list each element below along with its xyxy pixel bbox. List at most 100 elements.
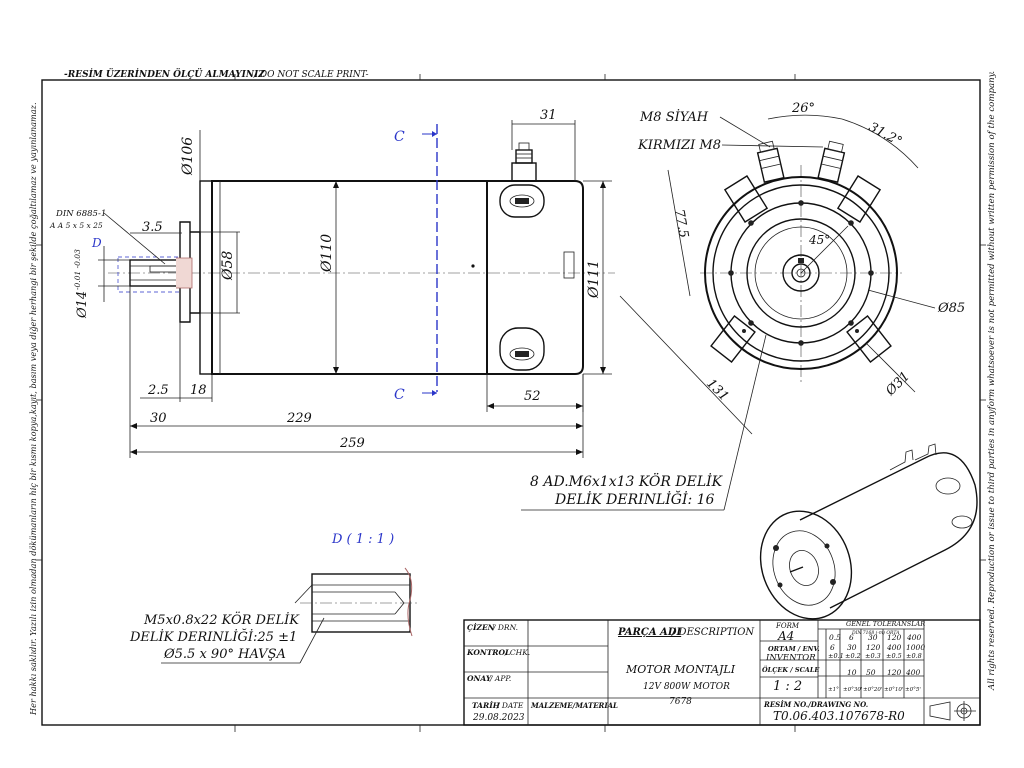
detail-note-2: DELİK DERINLİĞİ:25 ±1 — [129, 628, 297, 645]
drawing-no-label: RESİM NO./DRAWING NO. — [763, 700, 868, 709]
projection-symbol — [929, 701, 976, 721]
part-name: MOTOR MONTAJLI — [625, 663, 736, 676]
check-label: KONTROL — [466, 648, 510, 657]
lug-bottom-left — [710, 315, 756, 363]
dim-229: 229 — [286, 411, 312, 426]
do-not-scale-notice-tr: -RESİM ÜZERİNDEN ÖLÇÜ ALMAYINIZ — [64, 67, 265, 80]
part-code: 7678 — [669, 697, 692, 707]
dim-d58: Ø58 — [220, 251, 236, 281]
dim-52: 52 — [524, 389, 541, 404]
dim-131: 131 — [703, 376, 731, 404]
lug-top-right — [836, 175, 882, 223]
tol-r3-c5: ±0.8 — [906, 652, 922, 660]
detail-label-d: D — [91, 236, 102, 250]
dim-d111: Ø111 — [586, 260, 602, 299]
housing-outline — [704, 176, 898, 370]
scale-label: ÖLÇEK / SCALE — [762, 665, 820, 674]
dim-d85: Ø85 — [937, 301, 965, 316]
angle-26: 26° — [791, 101, 815, 116]
angle-45: 45° — [808, 233, 830, 247]
tol-r5-c5: ±0°5' — [905, 687, 921, 693]
terminal-m8-red — [817, 140, 846, 183]
scale-value: 1 : 2 — [773, 679, 802, 694]
terminal-cap-top — [499, 184, 545, 218]
hole-note-1: 8 AD.M6x1x13 KÖR DELİK — [530, 472, 724, 490]
tol-r3-c2: ±0.2 — [845, 652, 861, 660]
tol-r5-c2: ±0°30' — [843, 687, 862, 693]
side-view: M8 SİYAH KIRMIZI M8 26° 31.2° 45° 77.5 Ø… — [521, 101, 965, 511]
tol-r5-c4: ±0°10' — [884, 687, 903, 693]
copyright-notice-right: All rights reserved. Reproduction or iss… — [987, 71, 997, 691]
tol-r3-c4: ±0.5 — [886, 652, 902, 660]
label-m8-red: KIRMIZI M8 — [637, 138, 721, 153]
detail-note-1: M5x0.8x22 KÖR DELİK — [143, 611, 300, 628]
terminal-top — [511, 142, 537, 182]
tol-r1-c4: 120 — [887, 633, 902, 642]
dim-31: 31 — [540, 108, 557, 123]
dim-77-5: 77.5 — [671, 208, 691, 239]
part-label-en: / DESCRIPTION — [671, 627, 755, 638]
isometric-view — [759, 443, 978, 620]
check-label-en: / CHK. — [504, 648, 530, 657]
dim-d14-tolerance: -0.01 -0.03 — [73, 249, 82, 290]
date-label: TARİH — [472, 701, 501, 710]
drawn-label: ÇİZEN — [467, 623, 496, 632]
section-label-c-top: C — [394, 129, 405, 145]
label-m8-black: M8 SİYAH — [639, 108, 709, 125]
date-label-en: / DATE — [496, 701, 524, 710]
lug-top-left — [723, 175, 769, 223]
lug-bottom-right — [846, 315, 892, 363]
detail-d-boundary — [117, 256, 181, 293]
shaft-seal — [176, 257, 193, 289]
dim-30: 30 — [150, 411, 167, 426]
approve-label-en: / APP. — [489, 674, 511, 683]
date-value: 29.08.2023 — [472, 713, 525, 723]
tolerance-title: GENEL TOLERANSLAR — [846, 620, 925, 628]
tol-r1-c5: 400 — [906, 633, 922, 642]
keyway — [149, 265, 179, 273]
detail-d-title: D ( 1 : 1 ) — [331, 532, 394, 547]
shaft-end — [791, 263, 811, 283]
detail-d-view: D ( 1 : 1 ) M5x0.8x22 KÖR DELİK DELİK DE… — [129, 532, 420, 664]
approve-label: ONAY — [467, 674, 492, 683]
dim-d14: Ø14 — [75, 291, 90, 319]
end-cap — [199, 180, 213, 375]
copyright-notice-left: Her hakkı saklıdır. Yazılı izin olmadan … — [28, 102, 38, 716]
tol-r5-c3: ±0°20' — [863, 687, 882, 693]
tol-r2-c5: 1000 — [906, 643, 925, 652]
tol-r2-c1: 6 — [830, 643, 835, 652]
hole-note-2: DELİK DERINLİĞİ: 16 — [554, 489, 715, 508]
env-value: INVENTOR — [765, 653, 816, 663]
dim-d31: Ø31 — [883, 369, 914, 400]
do-not-scale-notice-en: / DO NOT SCALE PRINT- — [253, 70, 369, 80]
key-spec-size: A A 5 x 5 x 25 — [49, 221, 103, 230]
front-view: C C Ø106 Ø58 Ø110 Ø111 31 52 Ø14 -0.01 -… — [49, 108, 615, 458]
tol-r3-c3: ±0.3 — [865, 652, 881, 660]
drawn-label-en: / DRN. — [492, 623, 518, 632]
tol-r1-c2: 6 — [849, 633, 854, 642]
key-spec-din: DIN 6885-1 — [55, 209, 106, 219]
angle-31-2: 31.2° — [866, 120, 904, 150]
tol-r4-c3: 120 — [887, 668, 902, 677]
terminal-m8-black — [756, 140, 785, 183]
tol-r4-c2: 50 — [866, 668, 876, 677]
tolerance-subtitle: DIN 7168 (-m) ORTA — [851, 629, 900, 636]
terminal-cap-bottom — [499, 327, 545, 371]
material-label: MALZEME/MATERIAL — [530, 701, 618, 710]
dim-18: 18 — [190, 383, 207, 398]
mounting-holes — [728, 200, 874, 346]
section-label-c-bottom: C — [394, 387, 405, 403]
tol-r2-c4: 400 — [886, 643, 902, 652]
tol-r3-c1: ±0.1 — [828, 652, 844, 660]
part-sub: 12V 800W MOTOR — [643, 682, 730, 692]
tol-r2-c3: 120 — [866, 643, 881, 652]
tol-r4-c4: 400 — [905, 668, 921, 677]
env-label: ORTAM / ENV. — [768, 645, 820, 653]
dim-d106: Ø106 — [180, 137, 196, 176]
part-label: PARÇA ADI — [617, 627, 681, 638]
motor-housing — [211, 180, 488, 375]
form-value: A4 — [777, 629, 794, 643]
tol-r5-c1: ±1° — [828, 687, 839, 693]
drawing-no-value: T0.06.403.107678-R0 — [773, 709, 905, 723]
